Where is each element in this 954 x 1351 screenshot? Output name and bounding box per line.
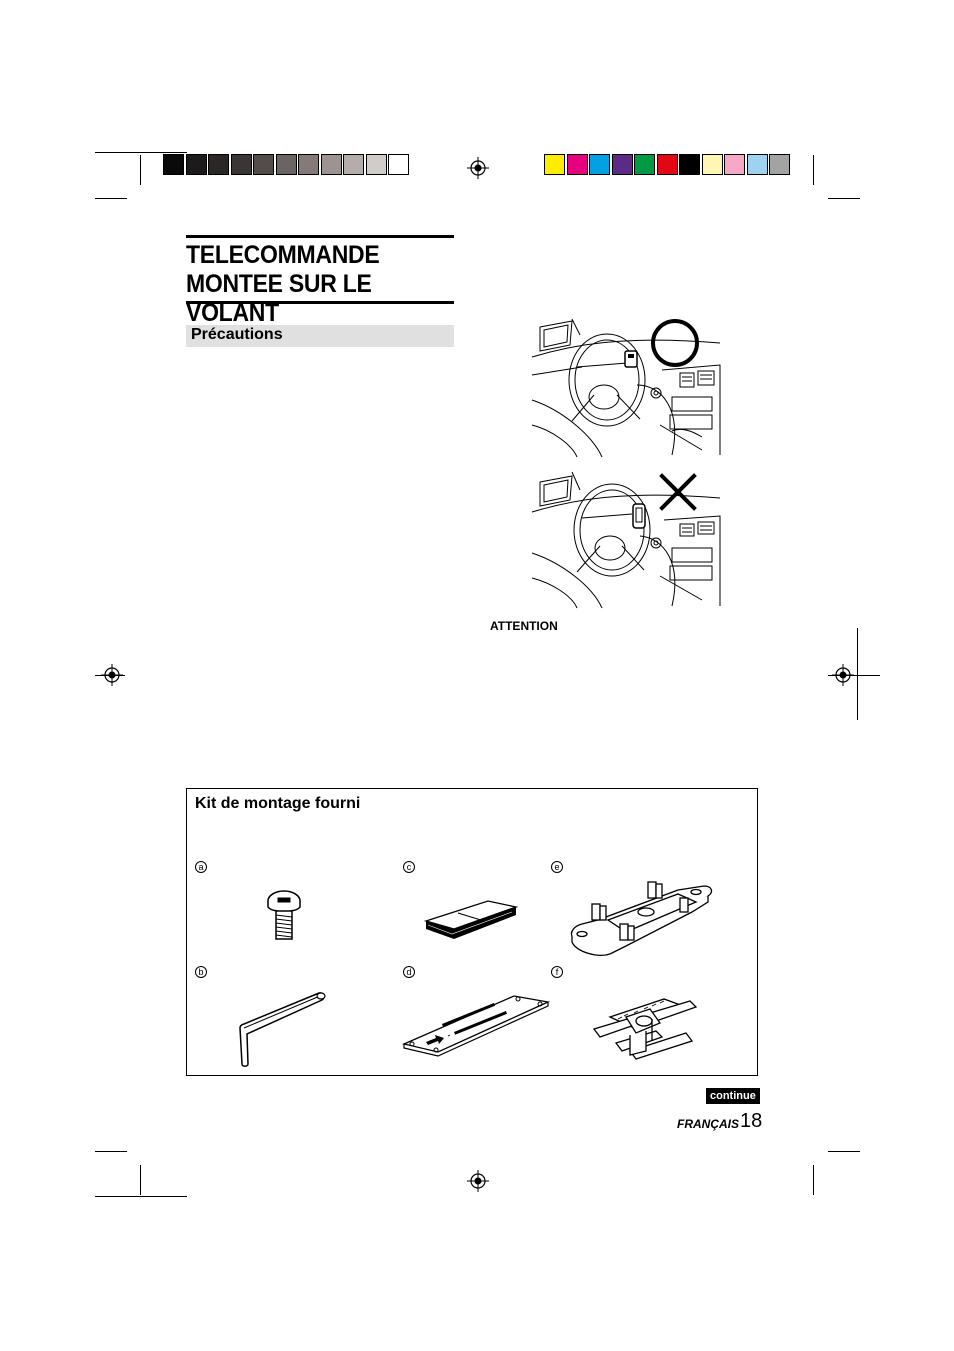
crop-mark (857, 628, 858, 720)
part-label-f: f (551, 966, 563, 978)
color-swatch (656, 154, 678, 175)
registration-mark-icon (832, 664, 854, 686)
attention-label: ATTENTION (490, 619, 558, 633)
crop-mark (95, 1196, 187, 1197)
grayscale-bar (163, 154, 411, 176)
kit-title: Kit de montage fourni (195, 795, 361, 812)
color-swatch (566, 154, 588, 175)
steering-wheel-correct-figure (531, 318, 721, 458)
template-plate-icon (401, 995, 551, 1057)
color-swatch (208, 154, 229, 175)
color-swatch (611, 154, 633, 175)
crop-mark (95, 1151, 127, 1152)
color-swatch (185, 154, 207, 175)
color-swatch (679, 154, 700, 175)
color-calibration-bar (544, 154, 792, 176)
part-label-d: d (403, 966, 415, 978)
crop-mark (95, 198, 127, 199)
clip-holder-icon (592, 998, 698, 1060)
steering-wheel-incorrect-figure (531, 471, 721, 609)
correct-mark-icon (651, 319, 699, 367)
registration-mark-icon (467, 1170, 489, 1192)
continue-badge: continue (706, 1088, 760, 1104)
color-swatch (544, 154, 565, 175)
adhesive-pad-icon (423, 900, 519, 939)
page-title: TELECOMMANDE MONTEE SUR LE VOLANT (186, 241, 444, 328)
color-swatch (298, 154, 319, 175)
title-top-rule (186, 235, 454, 238)
mounting-bracket-icon (570, 881, 713, 956)
crop-mark (140, 1165, 141, 1195)
screw-icon (267, 890, 301, 940)
registration-mark-icon (101, 664, 123, 686)
color-swatch (589, 154, 610, 175)
color-swatch (365, 154, 387, 175)
hex-key-icon (239, 992, 326, 1067)
crop-mark (828, 1151, 860, 1152)
color-swatch (163, 154, 184, 175)
section-header: Précautions (186, 325, 454, 347)
title-bottom-rule (186, 301, 454, 304)
mounting-kit-box (186, 788, 758, 1076)
footer-language: FRANÇAIS (677, 1117, 739, 1131)
incorrect-mark-icon (659, 473, 697, 511)
crop-mark (828, 198, 860, 199)
color-swatch (724, 154, 745, 175)
color-swatch (230, 154, 252, 175)
part-label-b: b (195, 966, 207, 978)
page-number: 18 (740, 1110, 763, 1132)
color-swatch (701, 154, 723, 175)
crop-mark (813, 155, 814, 185)
crop-mark (95, 152, 187, 153)
crop-mark (813, 1165, 814, 1195)
color-swatch (275, 154, 297, 175)
section-title: Précautions (191, 326, 283, 343)
color-swatch (746, 154, 768, 175)
page-title-line2: MONTEE SUR LE VOLANT (186, 270, 372, 327)
color-swatch (343, 154, 364, 175)
crop-mark (140, 155, 141, 185)
color-swatch (769, 154, 790, 175)
page-title-line1: TELECOMMANDE (186, 241, 380, 269)
color-swatch (253, 154, 274, 175)
color-swatch (634, 154, 655, 175)
color-swatch (320, 154, 342, 175)
registration-mark-icon (467, 157, 489, 179)
part-label-c: c (403, 861, 415, 873)
part-label-a: a (195, 861, 207, 873)
part-label-e: e (551, 861, 563, 873)
color-swatch (388, 154, 409, 175)
